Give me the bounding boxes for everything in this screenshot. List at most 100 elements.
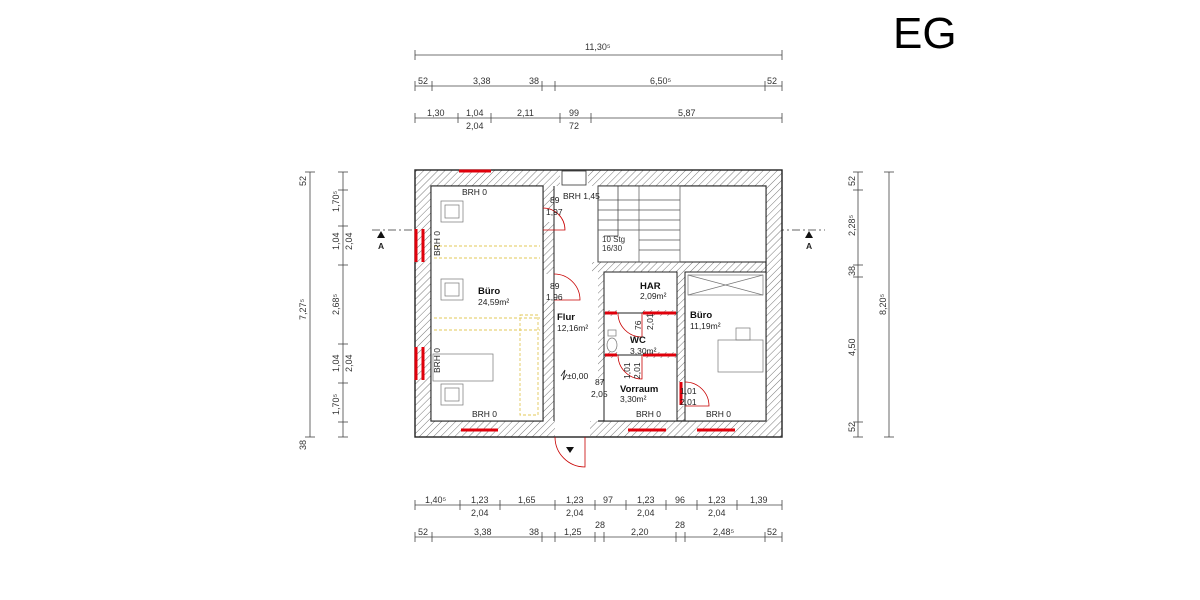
door-4-height: 2,01 xyxy=(632,362,642,379)
dim-bot-r1-7: 97 xyxy=(603,495,613,505)
furniture xyxy=(432,200,764,416)
dim-top-r3-2: 1,04 xyxy=(466,108,484,118)
room-area-wc: 3,30m² xyxy=(630,346,657,356)
brh-top: BRH 0 xyxy=(462,187,487,197)
dims-right: 52 2,28⁵ 38 4,50 52 8,20⁵ xyxy=(847,171,894,438)
section-arrow-right-icon xyxy=(805,231,813,238)
dim-bot-r1-6: 2,04 xyxy=(566,508,584,518)
dim-right-s4: 4,50 xyxy=(847,338,857,356)
stair-label: 10 Stg xyxy=(602,235,625,244)
doors xyxy=(542,207,710,468)
annotations: BRH 0 BRH 1,45 BRH 0 BRH 0 BRH 0 BRH 0 B… xyxy=(432,187,731,419)
dim-bot-r1-13: 1,39 xyxy=(750,495,768,505)
dim-bot-r1-9: 2,04 xyxy=(637,508,655,518)
section-label-right: A xyxy=(806,241,812,251)
section-line: A A xyxy=(372,229,825,251)
door-2-width: 89 xyxy=(550,281,560,291)
brh-left-upper: BRH 0 xyxy=(432,231,442,256)
dim-bot-r1-10: 96 xyxy=(675,495,685,505)
dim-right-s2: 2,28⁵ xyxy=(847,214,857,236)
dim-bot-r2-9: 52 xyxy=(767,527,777,537)
dim-left-s5: 1,04 xyxy=(331,354,341,372)
door-1-width: 89 xyxy=(550,195,560,205)
dim-left-s6: 2,04 xyxy=(344,354,354,372)
dim-bot-r2-8: 2,48⁵ xyxy=(713,527,735,537)
dim-left-top: 52 xyxy=(298,176,308,186)
dim-right-s3: 38 xyxy=(847,266,857,276)
door-1-height: 1,97 xyxy=(546,207,563,217)
door-6-height: 2,01 xyxy=(680,397,697,407)
dim-bot-r1-3: 2,04 xyxy=(471,508,489,518)
dim-left-total: 7,27⁵ xyxy=(298,298,308,320)
dim-right-total: 8,20⁵ xyxy=(878,293,888,315)
room-area-buero-2: 11,19m² xyxy=(690,321,721,331)
staircase xyxy=(597,185,681,263)
dim-left-s2: 1,04 xyxy=(331,232,341,250)
floor-title: EG xyxy=(893,9,957,58)
dim-left-s1: 1,70⁵ xyxy=(331,190,341,212)
dim-bot-r1-11: 1,23 xyxy=(708,495,726,505)
dim-bot-r2-1: 52 xyxy=(418,527,428,537)
dim-left-bottom: 38 xyxy=(298,440,308,450)
dim-bot-r2-3: 38 xyxy=(529,527,539,537)
dims-bottom: 1,40⁵ 1,23 2,04 1,65 1,23 2,04 97 1,23 2… xyxy=(414,495,783,542)
dim-top-r3-7: 5,87 xyxy=(678,108,696,118)
door-6-width: 1,01 xyxy=(680,386,697,396)
dim-bot-r1-5: 1,23 xyxy=(566,495,584,505)
dim-top-total: 11,30⁵ xyxy=(585,42,611,52)
room-area-buero-1: 24,59m² xyxy=(478,297,509,307)
brh-stair: BRH 1,45 xyxy=(563,191,600,201)
dim-top-r2-5: 52 xyxy=(767,76,777,86)
room-name-buero-1: Büro xyxy=(478,286,500,297)
dim-top-r3-6: 72 xyxy=(569,121,579,131)
windows xyxy=(414,169,735,432)
dim-bot-r2-7: 28 xyxy=(675,520,685,530)
section-label-left: A xyxy=(378,241,384,251)
entrance-arrow-icon xyxy=(566,447,574,453)
door-4-width: 1,01 xyxy=(622,362,632,379)
dim-top-r3-1: 1,30 xyxy=(427,108,445,118)
brh-bottom-mid: BRH 0 xyxy=(636,409,661,419)
room-labels: Büro 24,59m² Flur 12,16m² HAR 2,09m² WC … xyxy=(478,281,721,404)
dim-right-s1: 52 xyxy=(847,176,857,186)
dims-left: 7,27⁵ 52 38 1,70⁵ 1,04 2,04 2,68⁵ 1,04 2… xyxy=(298,171,354,450)
door-3-height: 2,01 xyxy=(645,313,655,330)
room-name-wc: WC xyxy=(630,335,646,346)
dim-top-r2-3: 38 xyxy=(529,76,539,86)
stair-ratio: 16/30 xyxy=(602,244,623,253)
dim-bot-r2-2: 3,38 xyxy=(474,527,492,537)
room-area-flur: 12,16m² xyxy=(557,323,588,333)
dim-bot-r2-5: 28 xyxy=(595,520,605,530)
dim-left-s3: 2,04 xyxy=(344,232,354,250)
dim-top-r3-5: 99 xyxy=(569,108,579,118)
dim-top-r3-4: 2,11 xyxy=(517,108,534,118)
dim-right-s5: 52 xyxy=(847,422,857,432)
dim-top-r2-2: 3,38 xyxy=(473,76,491,86)
room-name-har: HAR xyxy=(640,281,661,292)
dim-bot-r1-8: 1,23 xyxy=(637,495,655,505)
room-name-flur: Flur xyxy=(557,312,575,323)
dim-bot-r1-2: 1,23 xyxy=(471,495,489,505)
room-name-vorraum: Vorraum xyxy=(620,384,658,395)
door-2-height: 1,96 xyxy=(546,292,563,302)
dim-bot-r1-1: 1,40⁵ xyxy=(425,495,447,505)
dims-top: 11,30⁵ 52 3,38 38 6,50⁵ 52 1,30 1,04 2,0… xyxy=(414,42,783,131)
dim-top-r3-3: 2,04 xyxy=(466,121,484,131)
brh-left-lower: BRH 0 xyxy=(432,348,442,373)
dim-top-r2-4: 6,50⁵ xyxy=(650,76,672,86)
door-3-width: 76 xyxy=(633,320,643,330)
door-5-height: 2,05 xyxy=(591,389,608,399)
dim-bot-r2-4: 1,25 xyxy=(564,527,582,537)
dim-bot-r2-6: 2,20 xyxy=(631,527,649,537)
room-name-buero-2: Büro xyxy=(690,310,712,321)
dim-left-s7: 1,70⁵ xyxy=(331,393,341,415)
level-label: ±0,00 xyxy=(567,371,588,381)
dim-left-s4: 2,68⁵ xyxy=(331,293,341,315)
dim-bot-r1-12: 2,04 xyxy=(708,508,726,518)
door-5-width: 87 xyxy=(595,377,605,387)
brh-bottom-left: BRH 0 xyxy=(472,409,497,419)
room-area-vorraum: 3,30m² xyxy=(620,394,647,404)
room-area-har: 2,09m² xyxy=(640,291,667,301)
level-marker-icon xyxy=(560,369,568,381)
